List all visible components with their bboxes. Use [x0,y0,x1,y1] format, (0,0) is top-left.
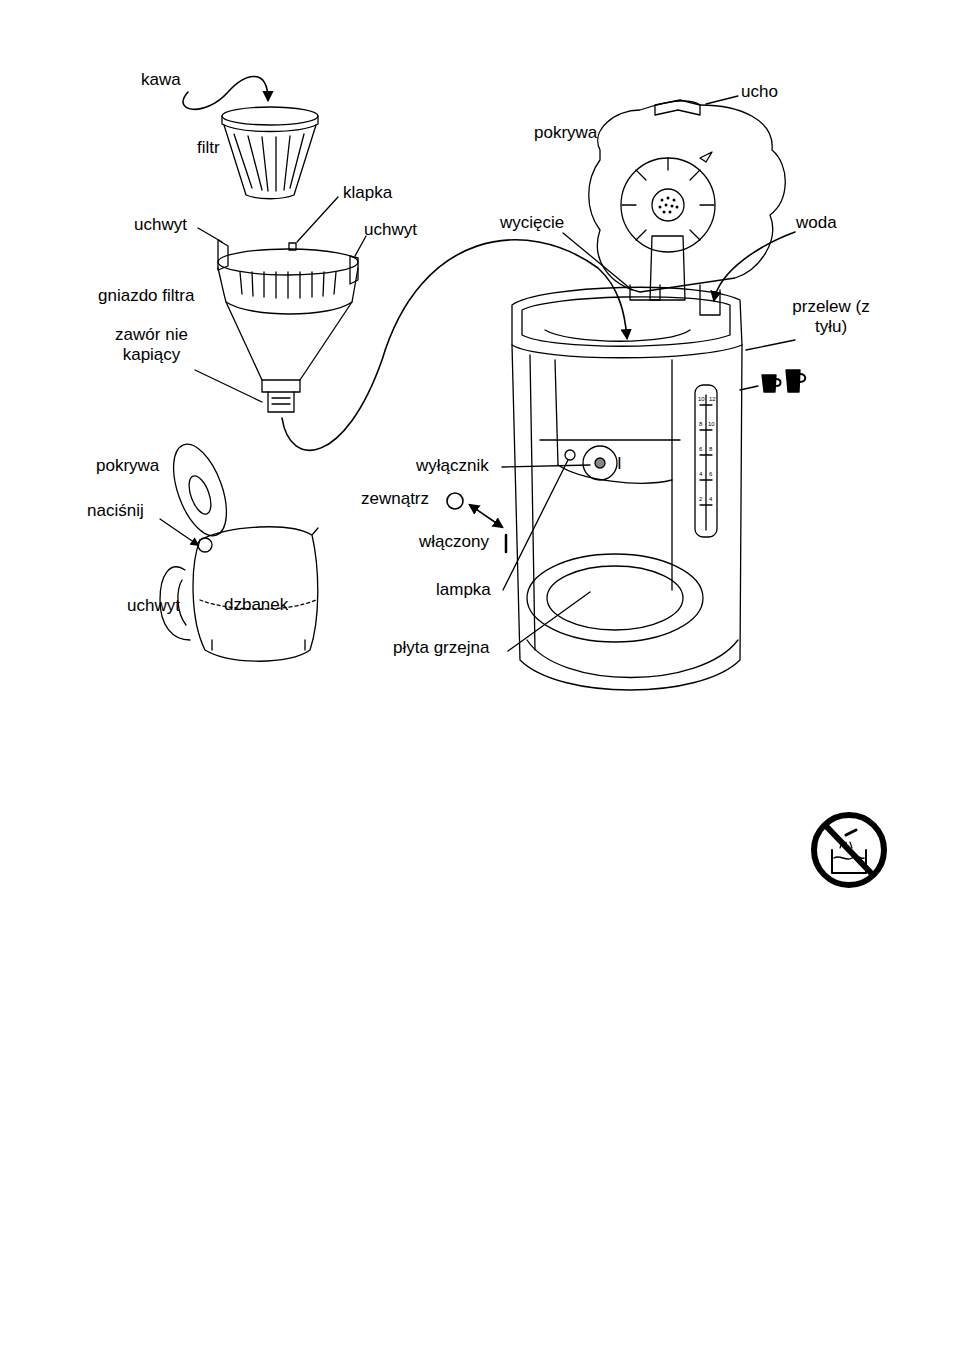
part-label: kawa [141,70,181,90]
part-label: przelew (z tyłu) [790,297,872,336]
scale-number: 4 [709,496,712,502]
part-label: klapka [343,183,392,203]
scale-number: 8 [699,421,702,427]
part-label: uchwyt [134,215,187,235]
scale-number: 8 [709,446,712,452]
scale-number: 6 [709,471,712,477]
scale-number: 6 [699,446,702,452]
part-label: naciśnij [87,501,144,521]
scale-number: 10 [698,396,705,402]
part-label: uchwyt [127,596,180,616]
scale-number: 4 [699,471,702,477]
scale-number: 12 [709,396,716,402]
part-label: gniazdo filtra [98,286,194,306]
part-label: filtr [197,138,220,158]
part-label: lampka [436,580,491,600]
part-label: zawór nie kapiący [84,325,219,364]
scale-number: 10 [708,421,715,427]
part-label: I [617,454,622,474]
part-label: uchwyt [364,220,417,240]
part-label: pokrywa [534,123,597,143]
part-label: zewnątrz [361,489,429,509]
part-label: woda [796,213,837,233]
part-label: ucho [741,82,778,102]
part-label: płyta grzejna [393,638,489,658]
part-label: wycięcie [500,213,564,233]
part-label: włączony [419,532,489,552]
part-label: wyłącznik [416,456,489,476]
scale-number: 2 [699,496,702,502]
part-label: dzbanek [224,595,288,615]
part-label: pokrywa [96,456,159,476]
